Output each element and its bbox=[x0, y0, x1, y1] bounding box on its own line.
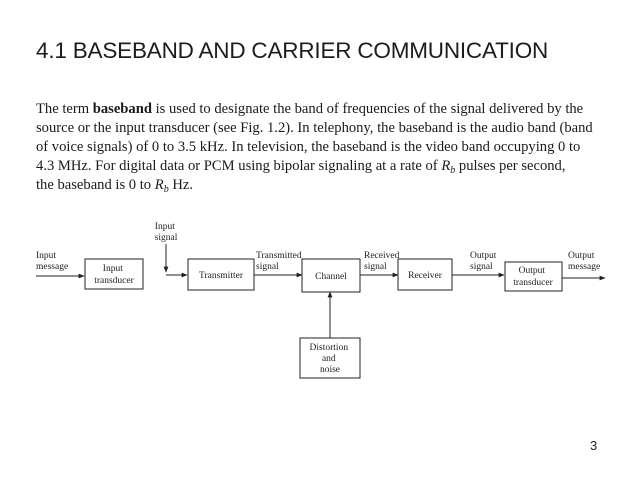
output-signal-label: Output signal bbox=[470, 251, 499, 272]
page-number: 3 bbox=[590, 438, 598, 453]
term-baseband: baseband bbox=[92, 101, 152, 117]
input-transducer-label: Input transducer bbox=[94, 264, 134, 286]
receiver-label: Receiver bbox=[408, 271, 443, 281]
channel-block bbox=[301, 258, 361, 293]
paragraph-line-5: the baseband is 0 to Rb Hz. bbox=[36, 177, 194, 195]
paragraph-line-2: source or the input transducer (see Fig.… bbox=[36, 120, 593, 136]
output-transducer-block bbox=[504, 261, 563, 292]
transmitter-block bbox=[187, 258, 255, 291]
receiver-block bbox=[397, 258, 453, 291]
channel-label: Channel bbox=[315, 272, 347, 282]
paragraph-line-3: of voice signals) of 0 to 3.5 kHz. In te… bbox=[36, 139, 581, 155]
output-transducer-label: Output transducer bbox=[513, 266, 553, 288]
transmitter-label: Transmitter bbox=[199, 271, 244, 281]
distortion-noise-block bbox=[299, 337, 361, 379]
transmitted-signal-label: Transmitted signal bbox=[256, 251, 304, 272]
output-message-label: Output message bbox=[568, 251, 600, 272]
distortion-noise-label: Distortion and noise bbox=[310, 343, 351, 375]
received-signal-label: Received signal bbox=[364, 251, 402, 272]
section-heading: 4.1 BASEBAND AND CARRIER COMMUNICATION bbox=[36, 38, 549, 63]
paragraph-line-4: 4.3 MHz. For digital data or PCM using b… bbox=[36, 158, 566, 176]
paragraph-line-1: The term baseband is used to designate t… bbox=[36, 101, 584, 117]
input-message-label: Input message bbox=[36, 251, 68, 272]
body-paragraph: The term baseband is used to designate t… bbox=[36, 100, 602, 195]
input-transducer-block bbox=[84, 258, 144, 290]
input-signal-label: Input signal bbox=[155, 222, 178, 243]
